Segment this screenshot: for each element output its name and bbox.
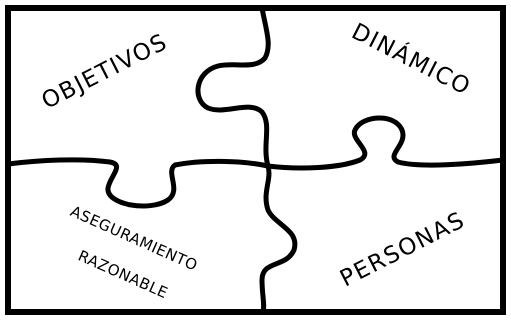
vertical-seam bbox=[195, 5, 298, 315]
